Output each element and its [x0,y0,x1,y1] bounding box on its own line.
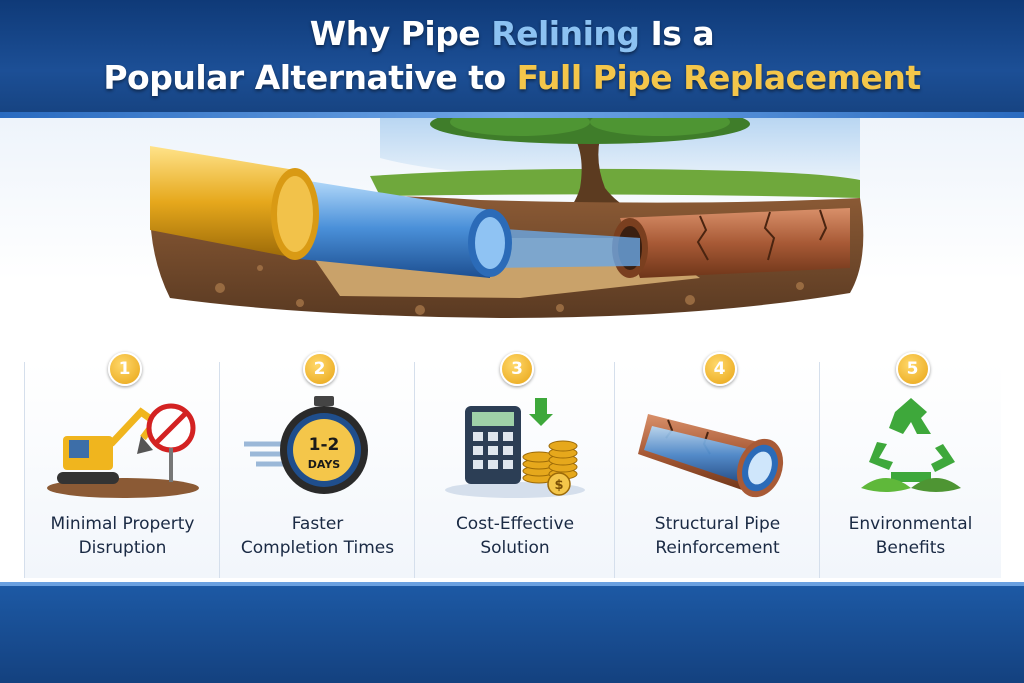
hero-illustration [0,118,1024,350]
number-badge: 1 [107,352,142,386]
number-badge: 5 [895,352,930,386]
number-badge: 3 [500,352,534,386]
footer-band [0,582,1024,683]
relined-pipe-icon [637,414,783,498]
title-line-2: Popular Alternative to Full Pipe Replace… [103,58,921,97]
stopwatch-text-days: DAYS [307,458,340,471]
recycle-leaves-icon [860,398,961,492]
stopwatch-icon: 1-2 DAYS [243,396,368,494]
number-badge: 2 [302,352,337,386]
title-line-1: Why Pipe Relining Is a [309,14,715,53]
new-pipe-liner-icon [290,178,640,278]
stopwatch-text-days-range: 1-2 [308,435,339,455]
title-highlight-relining: Relining [491,14,640,53]
header-banner: Why Pipe Relining Is a Popular Alternati… [0,0,1024,118]
old-cracked-pipe-icon [612,208,850,278]
number-badge: 4 [702,352,737,386]
dollar-sign-icon: $ [554,478,563,493]
calculator-coins-icon: $ [445,398,585,498]
excavator-no-dig-icon [46,403,199,498]
title-highlight-replacement: Full Pipe Replacement [516,58,921,97]
gold-pipe-icon [150,146,319,260]
